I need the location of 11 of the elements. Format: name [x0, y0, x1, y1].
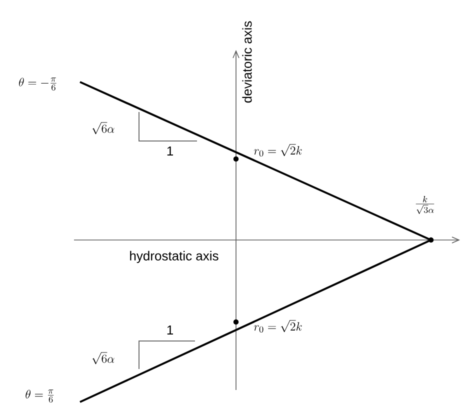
math-label: 1 — [167, 146, 173, 156]
axis-label: deviatoric axis — [242, 21, 252, 103]
math-label: 1 — [167, 326, 173, 334]
math-label: $\sqrt{6}\alpha$ — [92, 352, 114, 364]
math-label: $\sqrt{6}\alpha$ — [92, 122, 114, 134]
axis-label: hydrostatic axis — [130, 250, 218, 264]
math-label: $\theta = \frac{\pi}{6}$ — [26, 390, 54, 403]
math-label: $r_0 = \sqrt{2}k$ — [254, 144, 302, 157]
math-label: $\frac{k}{\sqrt{3}\alpha}$ — [416, 196, 434, 214]
math-label: $r_0 = \sqrt{2}k$ — [254, 320, 302, 333]
math-label: $\theta = -\frac{\pi}{6}$ — [19, 78, 56, 91]
